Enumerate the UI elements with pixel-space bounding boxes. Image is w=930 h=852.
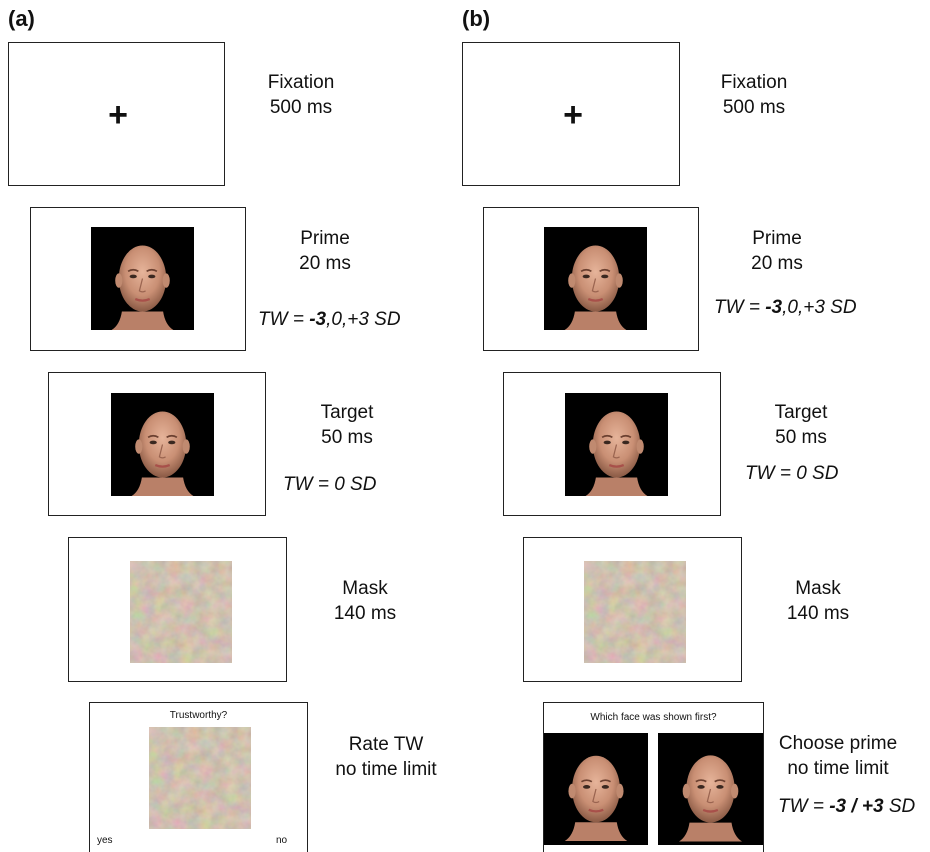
prime-screen-a [30, 207, 246, 351]
fixation-label: Fixation [267, 72, 335, 93]
face-image [565, 393, 668, 496]
face-image [111, 393, 214, 496]
face-image [544, 227, 647, 330]
mask-caption-b: Mask 140 ms [787, 576, 849, 626]
prime-tw-a: TW = -3,0,+3 SD [258, 309, 401, 331]
target-caption-b: Target 50 ms [775, 400, 828, 450]
target-duration: 50 ms [321, 427, 373, 448]
target-duration: 50 ms [775, 427, 827, 448]
prime-tw-b: TW = -3,0,+3 SD [714, 297, 857, 319]
prime-caption-b: Prime 20 ms [751, 226, 803, 276]
target-screen-a [48, 372, 266, 516]
rate-screen: Trustworthy? yes no [89, 702, 308, 852]
target-label: Target [774, 402, 828, 423]
tw-bold: -3 [309, 309, 327, 330]
choose-question: Which face was shown first? [590, 712, 717, 723]
face-image [91, 227, 194, 330]
prime-label: Prime [300, 228, 350, 249]
choose-limit: no time limit [787, 758, 889, 779]
target-tw-a: TW = 0 SD [283, 474, 377, 495]
choose-tw: TW = -3 / +3 SD [778, 796, 915, 818]
tw-prefix: TW = [714, 297, 766, 318]
fixation-cross: + [108, 96, 128, 134]
tw-bold: -3 / +3 [829, 796, 884, 817]
fixation-label: Fixation [720, 72, 788, 93]
fixation-caption-a: Fixation 500 ms [268, 70, 335, 120]
face-option-left[interactable] [544, 733, 648, 845]
noise-mask-image [149, 727, 251, 829]
tw-prefix: TW = [258, 309, 310, 330]
tw-suffix: ,0,+3 SD [326, 309, 401, 330]
mask-label: Mask [795, 578, 841, 599]
face-option-right[interactable] [658, 733, 763, 845]
rate-no-option[interactable]: no [276, 835, 288, 846]
choose-screen: Which face was shown first? [543, 702, 764, 852]
mask-label: Mask [342, 578, 388, 599]
rate-yes-option[interactable]: yes [97, 835, 113, 846]
panel-b-label: (b) [462, 6, 491, 31]
tw-bold: -3 [765, 297, 783, 318]
tw-prefix: TW = [778, 796, 830, 817]
choose-label: Choose prime [778, 733, 898, 754]
target-screen-b [503, 372, 721, 516]
fixation-duration: 500 ms [269, 97, 333, 118]
prime-duration: 20 ms [299, 253, 351, 274]
target-tw-b: TW = 0 SD [745, 463, 839, 484]
panel-a-label: (a) [8, 6, 35, 31]
rate-question: Trustworthy? [169, 710, 228, 721]
mask-screen-a [68, 537, 287, 682]
mask-caption-a: Mask 140 ms [334, 576, 396, 626]
tw-suffix: ,0,+3 SD [782, 297, 857, 318]
tw-suffix: SD [883, 796, 916, 817]
prime-duration: 20 ms [751, 253, 803, 274]
prime-screen-b [483, 207, 699, 351]
prime-caption-a: Prime 20 ms [299, 226, 351, 276]
noise-mask-image [584, 561, 686, 663]
fixation-screen-b: + [462, 42, 680, 186]
rate-label: Rate TW [348, 734, 424, 755]
choose-caption: Choose prime no time limit [779, 731, 897, 781]
rate-limit: no time limit [335, 759, 437, 780]
fixation-duration: 500 ms [722, 97, 786, 118]
prime-label: Prime [752, 228, 802, 249]
target-caption-a: Target 50 ms [321, 400, 374, 450]
fixation-screen-a: + [8, 42, 225, 186]
mask-duration: 140 ms [786, 603, 850, 624]
mask-duration: 140 ms [333, 603, 397, 624]
noise-mask-image [130, 561, 232, 663]
fixation-cross: + [563, 96, 583, 134]
rate-caption: Rate TW no time limit [335, 732, 436, 782]
fixation-caption-b: Fixation 500 ms [721, 70, 788, 120]
mask-screen-b [523, 537, 742, 682]
target-label: Target [320, 402, 374, 423]
